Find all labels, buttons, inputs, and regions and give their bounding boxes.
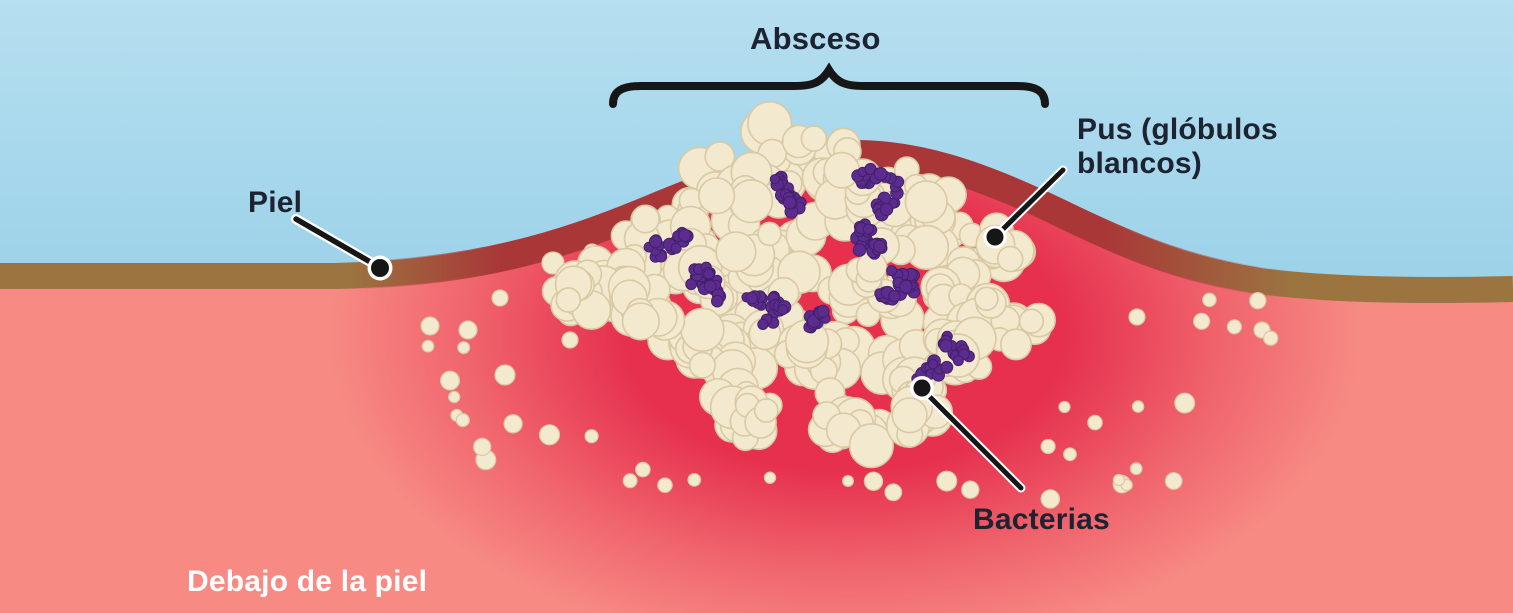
bacterias-pointer bbox=[910, 376, 1026, 493]
bacteria-clusters bbox=[643, 162, 975, 394]
piel-pointer bbox=[291, 214, 393, 281]
bump-rim bbox=[0, 139, 1513, 305]
pus-pointer bbox=[983, 165, 1068, 249]
label-debajo-de-la-piel: Debajo de la piel bbox=[187, 565, 428, 598]
label-absceso: Absceso bbox=[750, 21, 881, 56]
label-piel: Piel bbox=[248, 186, 303, 219]
scattered-pus-cells bbox=[420, 243, 1279, 509]
absceso-brace bbox=[609, 62, 1049, 108]
label-bacterias: Bacterias bbox=[973, 503, 1110, 536]
label-pus: Pus (glóbulos blancos) bbox=[1077, 113, 1278, 180]
